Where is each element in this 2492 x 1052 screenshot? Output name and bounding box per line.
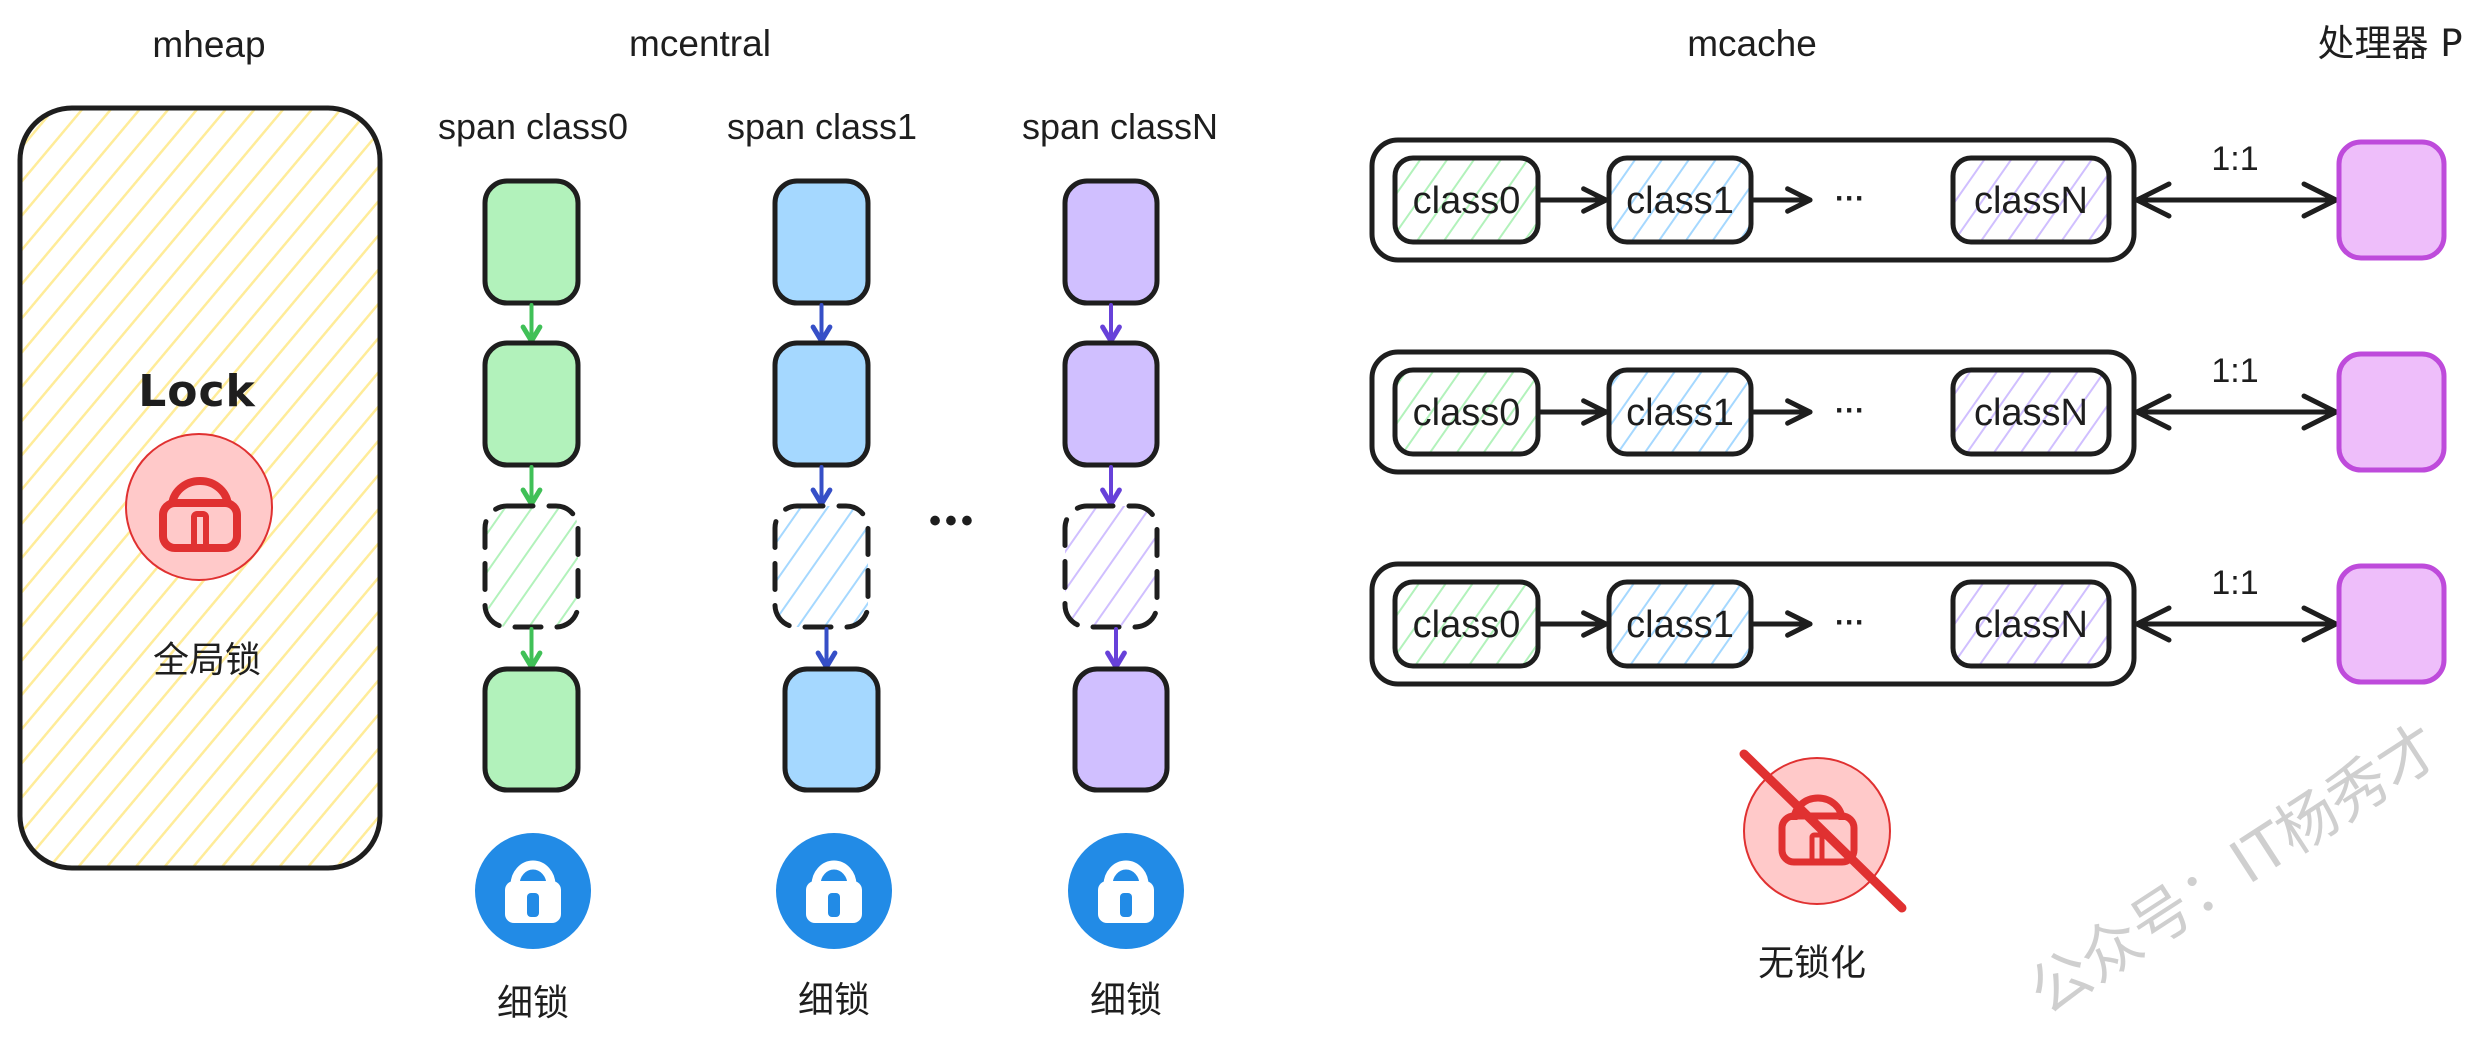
columns-ellipsis: ••• (929, 502, 977, 540)
arrow-head-icon (2134, 605, 2172, 643)
size-class-fill (1953, 582, 2109, 666)
arrow-head-icon (2301, 605, 2339, 643)
span-block-free (775, 506, 868, 627)
fine-lock-label: 细锁 (1090, 980, 1162, 1021)
lock-free-label: 无锁化 (1758, 943, 1866, 984)
span-block (482, 340, 581, 468)
processor-header: 处理器 P (2317, 22, 2462, 65)
size-class-fill (1395, 370, 1538, 454)
size-class-label: class0 (1413, 392, 1521, 434)
span-block (482, 666, 581, 793)
size-class-fill (1609, 158, 1751, 242)
ratio-label: 1:1 (2211, 352, 2258, 390)
mheap-box: Lock 全局锁 (17, 105, 383, 871)
mcentral-group: span class0 span class1 span classN ••• … (438, 106, 1218, 1024)
span-block (1062, 340, 1160, 468)
fine-lock-icon (475, 833, 591, 949)
class-ellipsis: ··· (1835, 606, 1865, 639)
mcache-row: class0 class1 classN ··· 1:1 (1369, 561, 2447, 687)
watermark: 公众号：IT杨秀才 (2017, 711, 2453, 1028)
arrow-head-icon (1785, 610, 1813, 638)
span-block (482, 178, 581, 306)
size-class-label: classN (1974, 392, 2088, 434)
size-class-block (1950, 367, 2112, 457)
fine-lock-label: 细锁 (798, 980, 870, 1021)
size-class-block (1950, 579, 2112, 669)
span-block (772, 178, 871, 306)
size-class-fill (1953, 370, 2109, 454)
processor-box (2336, 351, 2447, 473)
span-block (1062, 178, 1160, 306)
fine-lock-icon (1068, 833, 1184, 949)
fine-lock-label: 细锁 (497, 983, 569, 1024)
arrow-head-icon (2134, 181, 2172, 219)
size-class-label: classN (1974, 604, 2088, 646)
size-class-label: class1 (1626, 392, 1734, 434)
span-class-label: span classN (1022, 106, 1218, 147)
mcentral-header: mcentral (629, 23, 771, 64)
global-lock-icon (125, 433, 273, 581)
span-class-label: span class0 (438, 106, 628, 147)
size-class-label: class0 (1413, 180, 1521, 222)
span-block-free (485, 506, 578, 627)
mcache-row: class0 class1 classN ··· 1:1 (1369, 349, 2447, 475)
size-class-block (1950, 155, 2112, 245)
size-class-fill (1395, 158, 1538, 242)
span-block-free (1065, 506, 1157, 627)
lock-text: Lock (138, 366, 256, 417)
fine-lock-icon (776, 833, 892, 949)
arrow-head-icon (1581, 610, 1609, 638)
mcache-header: mcache (1687, 23, 1817, 64)
span-block (772, 340, 871, 468)
size-class-fill (1609, 370, 1751, 454)
processor-box (2336, 563, 2447, 685)
size-class-label: classN (1974, 180, 2088, 222)
global-lock-label: 全局锁 (153, 640, 261, 681)
class-ellipsis: ··· (1835, 182, 1865, 215)
span-class-label: span class1 (727, 106, 917, 147)
arrow-head-icon (2301, 393, 2339, 431)
size-class-fill (1953, 158, 2109, 242)
mcache-row: class0 class1 classN ··· 1:1 (1369, 137, 2447, 263)
arrow-head-icon (2301, 181, 2339, 219)
mheap-header: mheap (152, 24, 265, 65)
span-column-0: span class0 (438, 106, 628, 949)
size-class-fill (1609, 582, 1751, 666)
no-lock-icon (1739, 749, 1907, 913)
span-block-outline (772, 503, 871, 630)
span-column-n: span classN (1022, 106, 1218, 949)
ratio-label: 1:1 (2211, 140, 2258, 178)
size-class-fill (1395, 582, 1538, 666)
arrow-head-icon (1581, 398, 1609, 426)
size-class-label: class1 (1626, 604, 1734, 646)
arrow-head-icon (1581, 186, 1609, 214)
span-column-1: span class1 (727, 106, 917, 949)
class-ellipsis: ··· (1835, 394, 1865, 427)
span-block (782, 666, 881, 793)
span-block (1072, 666, 1170, 793)
arrow-head-icon (2134, 393, 2172, 431)
size-class-label: class0 (1413, 604, 1521, 646)
processor-box (2336, 139, 2447, 261)
size-class-label: class1 (1626, 180, 1734, 222)
ratio-label: 1:1 (2211, 564, 2258, 602)
arrow-head-icon (1785, 186, 1813, 214)
arrow-head-icon (1785, 398, 1813, 426)
span-block-outline (1062, 503, 1160, 630)
